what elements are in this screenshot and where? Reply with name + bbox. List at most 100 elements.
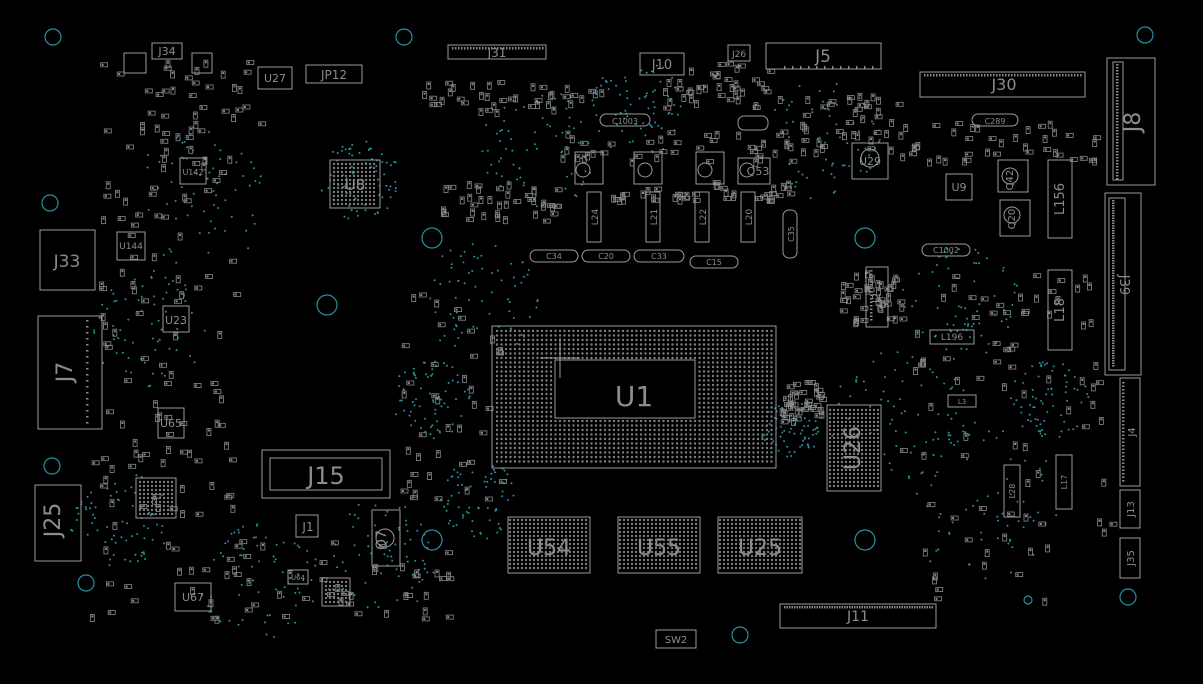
via	[857, 130, 860, 133]
passive-pad	[188, 126, 194, 135]
bga-ball	[666, 419, 670, 423]
bga-ball	[876, 440, 880, 444]
transistor-q53	[737, 157, 771, 185]
bga-ball	[544, 558, 548, 562]
bga-ball	[554, 424, 557, 427]
bga-ball	[545, 388, 548, 391]
mount-hole	[421, 529, 443, 551]
bga-ball	[572, 352, 575, 355]
via	[801, 444, 803, 446]
passive-pad	[150, 185, 159, 191]
passive-pad	[607, 141, 616, 147]
bga-ball	[630, 550, 634, 554]
bga-ball	[689, 343, 692, 346]
bga-ball	[738, 388, 742, 391]
pin	[899, 606, 901, 609]
bga-ball	[626, 562, 630, 566]
passive-pad	[1082, 274, 1088, 283]
bga-ball	[750, 558, 754, 562]
bga-ball	[536, 415, 539, 418]
bga-ball	[531, 334, 535, 337]
passive-pad	[1065, 132, 1074, 138]
bga-ball	[730, 530, 734, 534]
via	[1003, 308, 1005, 311]
bga-ball	[686, 550, 690, 554]
bga-ball	[844, 484, 848, 488]
via	[890, 468, 893, 471]
bga-ball	[698, 455, 701, 459]
bga-ball	[761, 338, 764, 342]
bga-ball	[513, 446, 517, 450]
bga-ball	[336, 596, 340, 600]
bga-ball	[554, 460, 557, 463]
pin	[800, 66, 802, 69]
passive-pad	[804, 379, 813, 385]
bga-ball	[536, 401, 539, 405]
via	[237, 565, 240, 568]
via	[888, 462, 891, 465]
pin	[1112, 240, 1115, 242]
passive-pad	[107, 610, 116, 615]
bga-ball	[495, 410, 499, 414]
passive-pad	[651, 194, 656, 203]
bga-ball	[528, 546, 532, 550]
bga-ball	[617, 347, 620, 351]
bga-ball	[540, 334, 544, 337]
bga-ball	[752, 446, 755, 450]
passive-pad	[446, 571, 452, 580]
bga-ball	[654, 550, 658, 554]
bga-ball	[552, 538, 556, 542]
bga-ball	[518, 433, 521, 436]
bga-ball	[765, 392, 769, 396]
via	[1020, 406, 1023, 409]
bga-ball	[584, 522, 588, 526]
bga-ball	[634, 566, 638, 570]
bga-ball	[747, 446, 751, 450]
bga-ball	[585, 433, 589, 436]
pin	[811, 606, 813, 609]
pin	[1122, 476, 1125, 478]
bga-ball	[580, 558, 584, 562]
via	[1067, 369, 1070, 372]
bga-ball	[790, 526, 794, 530]
bga-ball	[729, 415, 733, 418]
via	[929, 368, 932, 371]
bga-ball	[840, 484, 844, 488]
bga-ball	[725, 419, 728, 423]
bga-ball	[518, 406, 521, 409]
bga-ball	[729, 356, 733, 360]
bga-ball	[324, 600, 328, 604]
via	[294, 604, 297, 607]
bga-ball	[142, 496, 146, 500]
pin	[1122, 413, 1125, 415]
bga-ball	[166, 500, 170, 504]
bga-ball	[782, 554, 786, 558]
passive-pad	[873, 130, 882, 135]
pin	[1071, 74, 1073, 77]
bga-ball	[650, 558, 654, 562]
via	[949, 434, 952, 437]
bga-ball	[770, 410, 773, 414]
bga-ball	[868, 468, 872, 472]
bga-ball	[590, 428, 593, 432]
via	[127, 318, 130, 321]
bga-ball	[580, 530, 584, 534]
passive-pad	[1003, 310, 1011, 316]
bga-ball	[844, 440, 848, 444]
via	[884, 376, 887, 379]
bga-ball	[599, 455, 602, 459]
bga-ball	[599, 347, 602, 351]
bga-ball	[762, 542, 766, 546]
bga-ball	[524, 542, 528, 546]
bga-ball	[572, 446, 575, 450]
via	[436, 429, 439, 432]
bga-ball	[684, 446, 688, 450]
via	[785, 108, 788, 111]
via	[112, 324, 115, 327]
bga-ball	[794, 550, 798, 554]
bga-ball	[528, 538, 532, 542]
bga-ball	[531, 401, 535, 405]
bga-ball	[549, 433, 553, 436]
bga-ball	[716, 374, 719, 378]
